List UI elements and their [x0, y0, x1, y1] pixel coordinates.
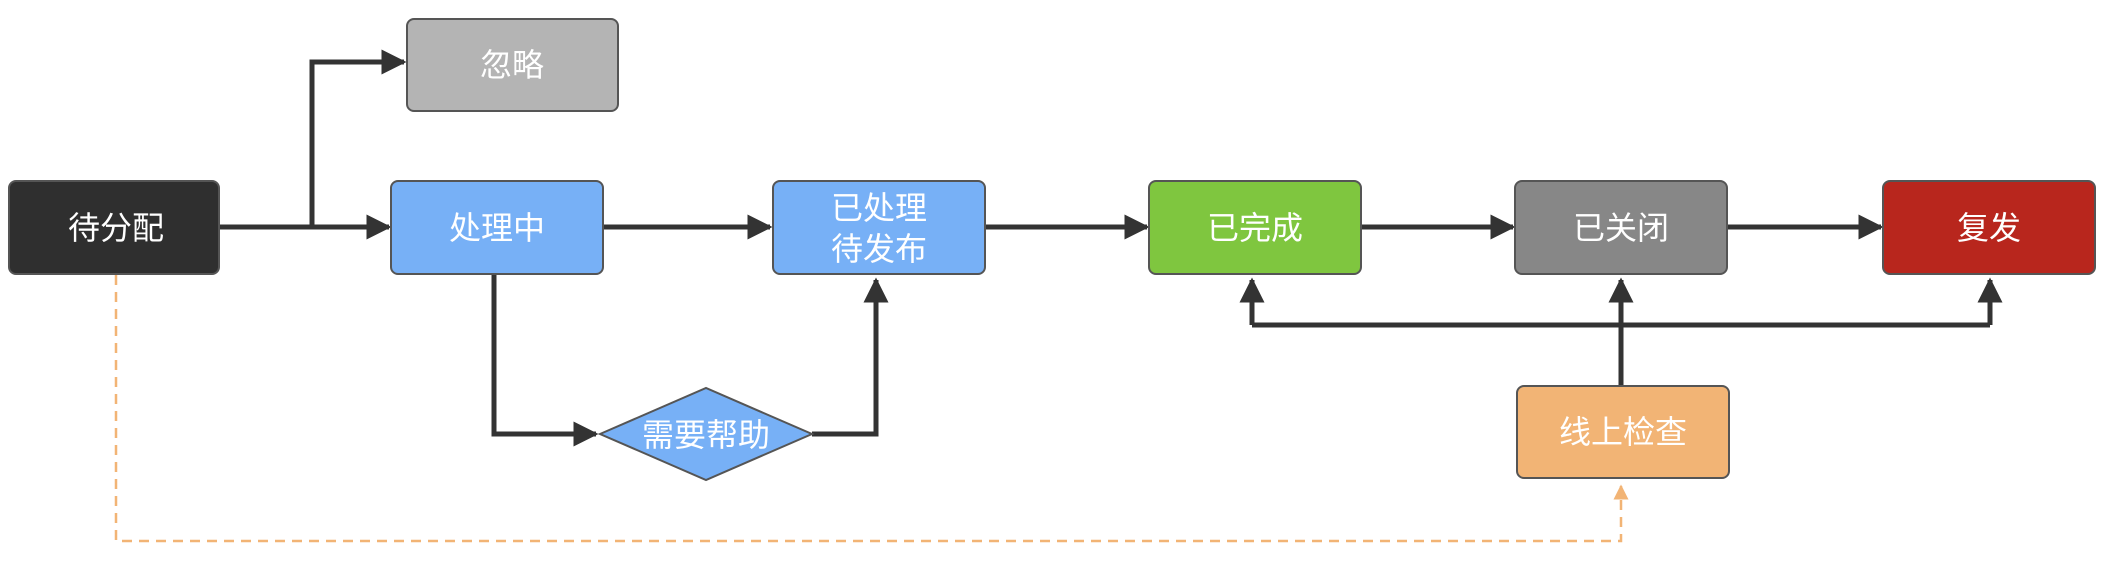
node-processing-label: 处理中 — [449, 209, 545, 247]
edge-assign-to-online-check-dashed — [114, 275, 1629, 543]
node-completed-label: 已完成 — [1207, 209, 1303, 247]
node-closed-box — [1514, 180, 1728, 275]
node-processing-box — [390, 180, 604, 275]
node-ignore-box — [406, 18, 619, 112]
node-completed-box — [1148, 180, 1362, 275]
node-reopened-label: 复发 — [1957, 209, 2021, 247]
node-pending-assign-box — [8, 180, 220, 275]
node-reopened-box — [1882, 180, 2096, 275]
node-closed-label: 已关闭 — [1573, 209, 1669, 247]
node-ignore-label: 忽略 — [480, 46, 544, 84]
edge-assign-to-ignore — [218, 49, 407, 230]
node-need-help-label: 需要帮助 — [642, 416, 770, 454]
node-processed-label-line2: 待发布 — [831, 230, 927, 268]
node-online-check-box — [1516, 385, 1730, 479]
edge-need-help-to-processed — [812, 277, 889, 437]
node-pending-assign-label: 待分配 — [68, 209, 164, 247]
node-processed-box — [772, 180, 986, 275]
node-need-help-diamond — [597, 386, 815, 482]
node-processed-label-line1: 已处理 — [831, 189, 927, 227]
edge-processing-to-need-help — [491, 274, 599, 447]
node-online-check-label: 线上检查 — [1559, 413, 1687, 451]
